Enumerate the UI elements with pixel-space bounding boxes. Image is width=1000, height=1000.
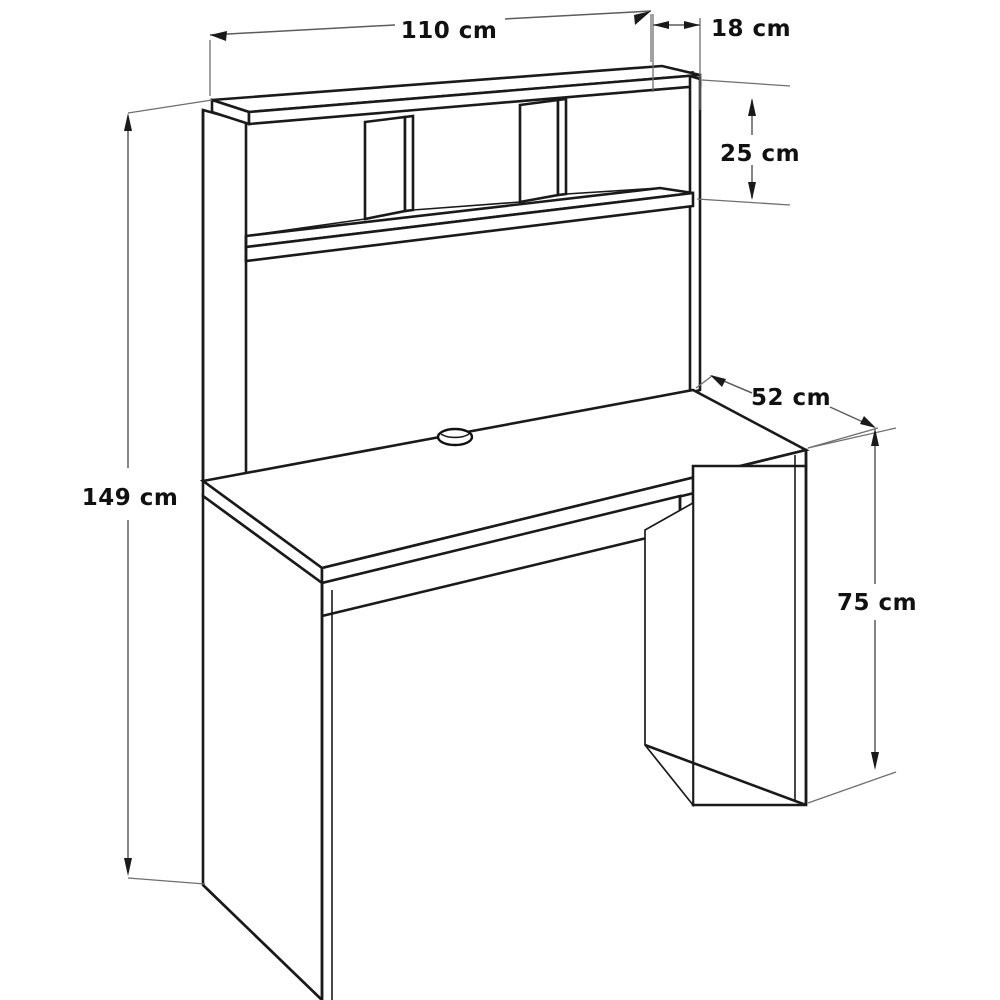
dim-label-desk-height: 75 cm: [837, 590, 917, 616]
desk-right-leg-bottom-edge: [644, 743, 807, 807]
hutch-left-side-panel: [201, 108, 248, 499]
desk-right-leg-inner-face: [644, 501, 694, 808]
desk-left-leg-bottom-edge: [202, 884, 323, 1000]
arrow-deskdepth-back: [710, 375, 726, 387]
hutch-divider-right-edge: [556, 97, 568, 197]
arrow-deskdepth-front: [860, 416, 876, 428]
hutch-divider-left-edge: [403, 114, 415, 213]
desk-left-leg-panel: [201, 493, 324, 1000]
arrow-deskheight-bottom: [871, 752, 879, 770]
arrow-depth-right: [684, 21, 700, 29]
dim-label-width-backdrop: [395, 10, 505, 40]
ext-line-deskheight-top: [807, 427, 897, 449]
arrow-width-left: [210, 31, 227, 41]
ext-line-deskdepth-back: [695, 375, 713, 389]
hutch-right-side-panel: [688, 74, 702, 395]
dimension-annotations: 110 cm 18 cm 25 cm: [72, 10, 917, 885]
arrow-depth-left: [653, 21, 669, 29]
dimension-desk-depth: 52 cm: [695, 375, 879, 449]
dim-label-shelf-height: 25 cm: [720, 141, 800, 167]
desk-right-leg-panel: [691, 464, 808, 807]
ext-line-deskdepth-front: [807, 427, 879, 449]
hutch-divider-left-face: [363, 115, 407, 221]
arrow-shelf-bottom: [748, 182, 756, 200]
arrow-overallheight-bottom: [124, 858, 132, 876]
hutch-assembly: [201, 64, 702, 499]
ext-line-shelf-top: [701, 79, 791, 87]
dim-label-hutch-depth: 18 cm: [711, 16, 791, 42]
cable-grommet-inner-arc: [440, 433, 470, 439]
desk-assembly: [199, 388, 810, 1000]
ext-line-deskheight-bottom: [807, 771, 897, 804]
hutch-compartment-3-floor-line: [565, 187, 661, 195]
dim-label-overall-height: 149 cm: [82, 485, 179, 511]
dimension-shelf-height: 25 cm: [696, 79, 806, 206]
hutch-compartment-2-floor-line: [412, 201, 521, 211]
arrow-width-right: [634, 11, 651, 25]
dim-label-shelf-backdrop: [714, 135, 806, 165]
dim-label-overallheight-backdrop: [72, 478, 188, 510]
dim-label-overall-width: 110 cm: [401, 18, 498, 44]
furniture-assembly: [199, 64, 810, 1000]
dimension-overall-width: 110 cm: [209, 10, 652, 96]
dimension-hutch-depth: 18 cm: [652, 14, 791, 110]
ext-line-overallheight-bottom: [127, 877, 206, 885]
dimension-overall-height: 149 cm: [72, 99, 213, 885]
arrow-overallheight-top: [124, 113, 132, 131]
dimension-desk-height: 75 cm: [807, 427, 917, 804]
arrow-deskheight-top: [871, 428, 879, 446]
hutch-compartment-1-floor-line: [245, 218, 366, 237]
arrow-shelf-top: [748, 98, 756, 116]
ext-line-overallheight-top: [127, 99, 213, 114]
hutch-divider-right-face: [518, 98, 560, 204]
ext-line-shelf-bottom: [696, 198, 791, 206]
dim-label-desk-depth: 52 cm: [751, 385, 831, 411]
